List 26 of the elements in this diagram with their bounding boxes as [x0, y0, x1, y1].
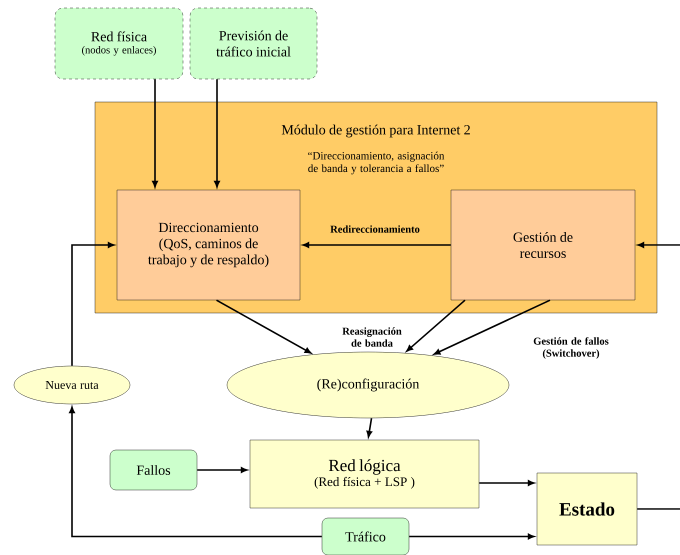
process-box: Direccionamiento (QoS, caminos de trabajo y de respaldo)	[116, 190, 300, 300]
module-title: Módulo de gestión para Internet 2	[282, 124, 470, 138]
process-box: Gestión de recursos	[450, 190, 636, 300]
arrow	[197, 467, 248, 473]
arrow	[214, 79, 220, 188]
arrow	[638, 242, 680, 248]
input-box: Previsión de tráfico inicial	[190, 8, 318, 80]
arrow	[71, 242, 114, 366]
arrow	[406, 300, 466, 352]
edge-label: Reasignación de banda	[342, 327, 402, 347]
arrow	[69, 406, 322, 538]
input-box: Red física (nodos y enlaces)	[54, 8, 184, 80]
process-box: Red lógica (Red física + LSP )	[250, 440, 480, 508]
input-box: Fallos	[110, 450, 198, 490]
arrow	[302, 242, 451, 248]
module-subtitle: “Direccionamiento, asignación de banda y tolerancia a fallos”	[308, 152, 444, 174]
edge-label: Gestión de fallos (Switchover)	[534, 337, 608, 359]
input-box: Tráfico	[322, 518, 410, 555]
arrow	[216, 300, 312, 354]
arrow	[479, 480, 534, 486]
edge-label: Redireccionamiento	[330, 225, 420, 233]
arrow	[152, 79, 158, 188]
arrow	[409, 534, 534, 540]
output-box: Estado	[536, 472, 638, 546]
arrow	[434, 299, 550, 355]
arrow	[366, 418, 372, 438]
